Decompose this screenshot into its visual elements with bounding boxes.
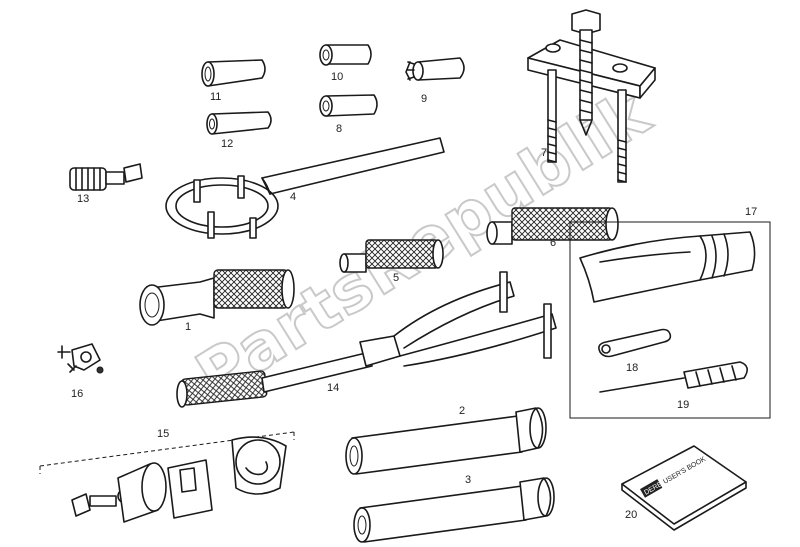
callout-11: 11: [210, 91, 221, 103]
part-7-bearing-puller: 7: [527, 9, 656, 183]
part-9-spline-adapter: 9: [405, 57, 465, 105]
callout-6: 6: [550, 237, 556, 249]
callout-8: 8: [336, 123, 342, 135]
part-15-puller-set: 15: [39, 428, 295, 523]
callout-9: 9: [421, 93, 427, 105]
part-10-sleeve: 10: [319, 44, 372, 83]
callout-16: 16: [71, 388, 83, 400]
part-1-knurled-installer: 1: [139, 269, 295, 333]
callout-14: 14: [327, 382, 339, 394]
part-16-clamp: 16: [57, 343, 104, 400]
part-14-holding-fork: 14: [176, 271, 557, 408]
part-20-users-book: DERBI USER'S BOOK 20: [621, 445, 747, 531]
callout-1: 1: [185, 321, 191, 333]
callout-20: 20: [625, 509, 637, 521]
part-6-knurled-tool: 6: [486, 207, 619, 249]
callout-13: 13: [77, 193, 89, 205]
callout-19: 19: [677, 399, 689, 411]
callout-5: 5: [393, 272, 399, 284]
part-2-tube-drift: 2: [345, 405, 547, 475]
part-13-threaded-bolt: 13: [69, 163, 143, 205]
callout-18: 18: [626, 362, 638, 374]
part-4-pin-wrench: 4: [165, 137, 445, 239]
part-5-knurled-drift: 5: [339, 239, 444, 284]
part-12-drift: 12: [206, 111, 272, 150]
callout-7: 7: [541, 147, 547, 159]
callout-2: 2: [459, 405, 465, 417]
callout-10: 10: [331, 71, 343, 83]
part-8-sleeve: 8: [319, 94, 378, 135]
part-17-toolkit-group: 17 18 19: [569, 206, 771, 419]
callout-17: 17: [745, 206, 757, 218]
callout-15: 15: [157, 428, 169, 440]
callout-3: 3: [465, 474, 471, 486]
part-3-tube-drift: 3: [353, 474, 555, 543]
callout-12: 12: [221, 138, 233, 150]
callout-4: 4: [290, 191, 296, 203]
part-11-sleeve: 11: [201, 59, 266, 103]
